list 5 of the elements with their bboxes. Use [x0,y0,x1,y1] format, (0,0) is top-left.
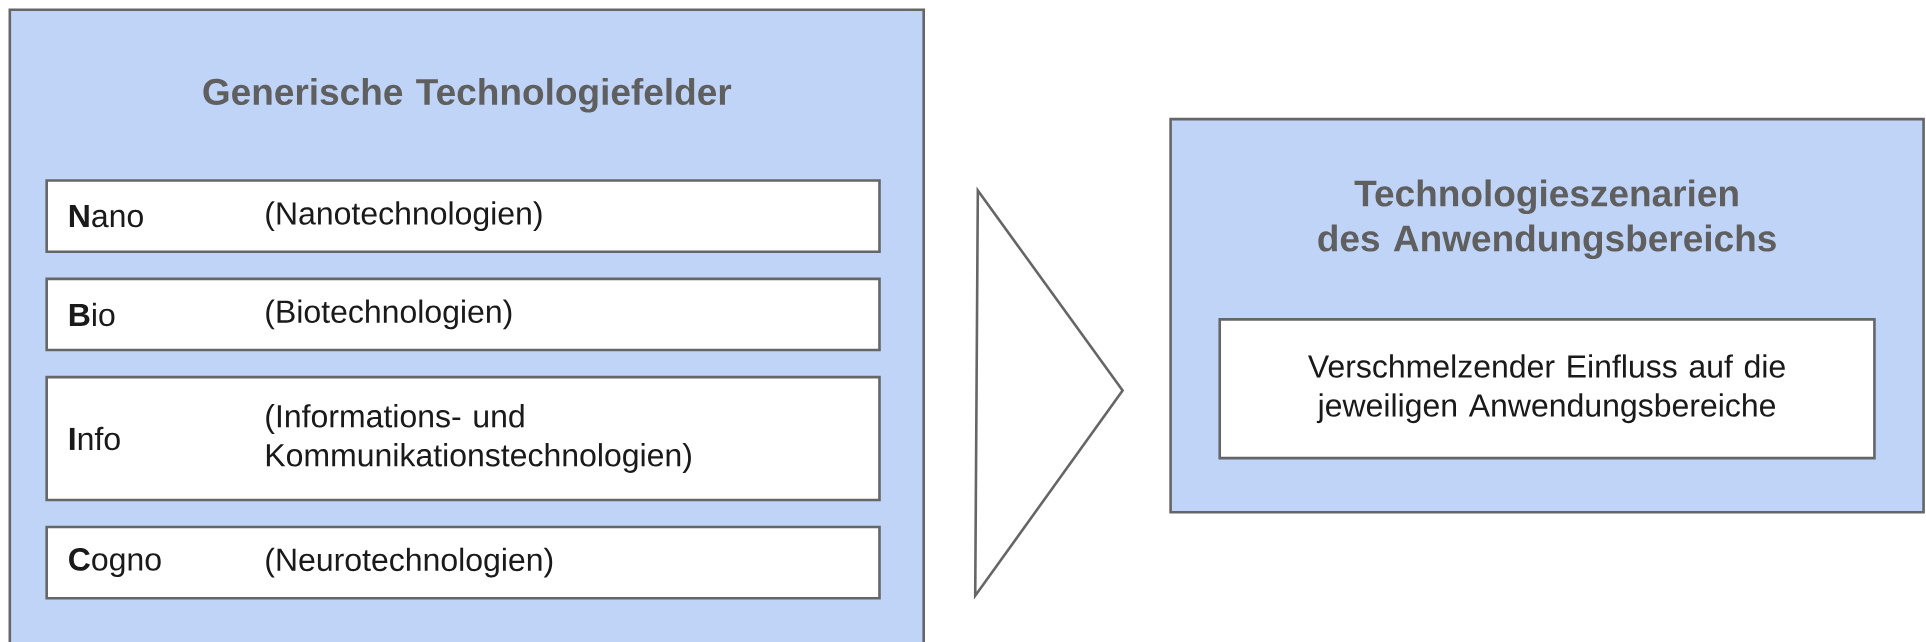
text-box: Cogno (Neurotechnologien) [45,525,881,600]
text-box: Verschmelzender Einfluss auf die jeweiligen Anwendungsbereiche [1218,317,1876,460]
text-box: Bio (Biotechnologien) [45,277,881,352]
text-box: Info (Informations- und Kommunikationstechnologien) [45,375,881,502]
text-box: Nano (Nanotechnologien) [45,179,881,253]
